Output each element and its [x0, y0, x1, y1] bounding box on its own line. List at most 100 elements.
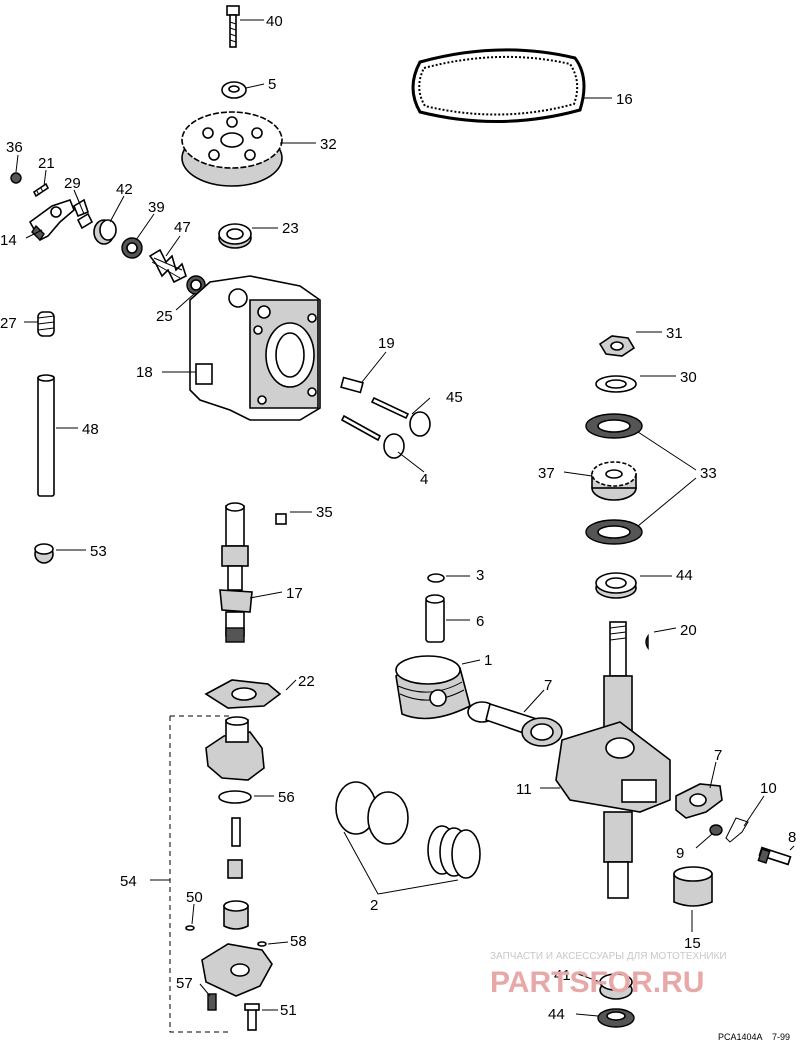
- callout-40: 40: [266, 13, 283, 30]
- part-1-piston: [395, 655, 471, 720]
- part-15-bearing: [673, 866, 713, 907]
- callout-15: 15: [684, 935, 701, 952]
- callout-56: 56: [278, 789, 295, 806]
- callout-50: 50: [186, 889, 203, 906]
- figure-date: 7-99: [772, 1032, 790, 1042]
- callout-57: 57: [176, 975, 193, 992]
- part-27-spring: [37, 311, 55, 337]
- part-39-seal: [121, 237, 143, 259]
- part-17-camshaft: [219, 502, 253, 643]
- callout-44: 44: [676, 567, 693, 584]
- part-36-nut: [10, 172, 22, 184]
- callout-35: 35: [316, 504, 333, 521]
- callout-1: 1: [484, 652, 492, 669]
- part-48-push-rod: [37, 374, 55, 497]
- part-33-thrust-plate-upper: [585, 413, 643, 439]
- part-18-cylinder-head: [189, 275, 321, 421]
- part-44-seal-upper: [595, 572, 637, 599]
- callout-10: 10: [760, 780, 777, 797]
- part-31-nut: [598, 335, 636, 357]
- part-54-oil-pump-assembly: [169, 715, 265, 1033]
- callout-58: 58: [290, 933, 307, 950]
- part-51-bolt: [244, 1003, 260, 1031]
- part-9-washer: [709, 824, 723, 836]
- part-4-valve: [340, 414, 405, 459]
- watermark-logo-text: PARTSFOR.RU: [490, 966, 704, 999]
- callout-numbers: 40 5 16 32 36 21 29 42 39 47 14 23 27 25…: [0, 13, 796, 1023]
- part-20-woodruff-key: [645, 633, 649, 651]
- callout-32: 32: [320, 136, 337, 153]
- callout-14: 14: [0, 232, 17, 249]
- callout-53: 53: [90, 543, 107, 560]
- callout-37: 37: [538, 465, 555, 482]
- part-42-retainer: [93, 219, 117, 245]
- callout-8: 8: [788, 829, 796, 846]
- callout-21: 21: [38, 155, 55, 172]
- part-2-piston-rings: [335, 781, 481, 879]
- part-56-o-ring: [218, 790, 252, 804]
- callout-33: 33: [700, 465, 717, 482]
- callout-22: 22: [298, 673, 315, 690]
- figure-id: PCA1404A: [718, 1032, 763, 1042]
- part-11-crankshaft: [555, 621, 671, 899]
- part-58-small-ring: [257, 941, 267, 947]
- part-40-bolt: [226, 5, 240, 48]
- part-14-rocker-arm: [28, 199, 75, 242]
- callout-39: 39: [148, 199, 165, 216]
- part-41-bearing: [599, 973, 633, 1000]
- part-10-clip: [725, 817, 749, 843]
- callout-19: 19: [378, 335, 395, 352]
- callout-51: 51: [280, 1002, 297, 1019]
- part-45-valve: [370, 396, 431, 437]
- part-21-screw: [32, 182, 50, 198]
- part-32-cam-pulley: [181, 111, 283, 187]
- callout-36: 36: [6, 139, 23, 156]
- part-50-small-ring: [185, 925, 195, 931]
- leader-lines: [15, 19, 795, 1017]
- part-23-seal: [218, 223, 252, 249]
- callout-7-cap: 7: [714, 747, 722, 764]
- callout-45: 45: [446, 389, 463, 406]
- part-7-rod-cap: [675, 783, 723, 819]
- callout-7: 7: [544, 677, 552, 694]
- part-22-gasket: [204, 679, 282, 709]
- callout-5: 5: [268, 76, 276, 93]
- callout-4: 4: [420, 471, 428, 488]
- part-8-bolt: [757, 846, 792, 866]
- callout-27: 27: [0, 315, 17, 332]
- part-54-pump-shaft: [231, 817, 241, 847]
- callout-2: 2: [370, 897, 378, 914]
- part-16-timing-belt: [411, 48, 586, 124]
- callout-31: 31: [666, 325, 683, 342]
- part-37-gear: [591, 461, 637, 501]
- part-30-washer: [595, 375, 637, 393]
- callout-9: 9: [676, 845, 684, 862]
- callout-30: 30: [680, 369, 697, 386]
- part-33-thrust-plate-lower: [585, 519, 643, 545]
- callout-54: 54: [120, 873, 137, 890]
- callout-47: 47: [174, 219, 191, 236]
- part-5-washer: [221, 81, 247, 99]
- part-54-pump-cover: [201, 943, 273, 997]
- part-54-pump-rotor: [227, 859, 243, 879]
- part-53-bushing: [34, 543, 54, 564]
- callout-41: 41: [554, 967, 571, 984]
- callout-29: 29: [64, 175, 81, 192]
- callout-42: 42: [116, 181, 133, 198]
- watermark-tagline: ЗАПЧАСТИ И АКСЕССУАРЫ ДЛЯ МОТОТЕХНИКИ: [490, 951, 727, 962]
- part-35-pin: [275, 513, 287, 525]
- callout-11: 11: [516, 781, 532, 798]
- callout-44-lower: 44: [548, 1006, 565, 1023]
- part-47-spring: [148, 248, 187, 284]
- part-6-wrist-pin: [425, 594, 445, 643]
- callout-23: 23: [282, 220, 299, 237]
- callout-48: 48: [82, 421, 99, 438]
- part-54-pump-outer-rotor: [223, 900, 249, 930]
- callout-25: 25: [156, 308, 173, 325]
- callout-3: 3: [476, 567, 484, 584]
- part-29-keepers: [73, 198, 94, 230]
- callout-17: 17: [286, 585, 303, 602]
- part-44-seal-lower: [597, 1008, 635, 1028]
- part-7-connecting-rod: [467, 701, 563, 747]
